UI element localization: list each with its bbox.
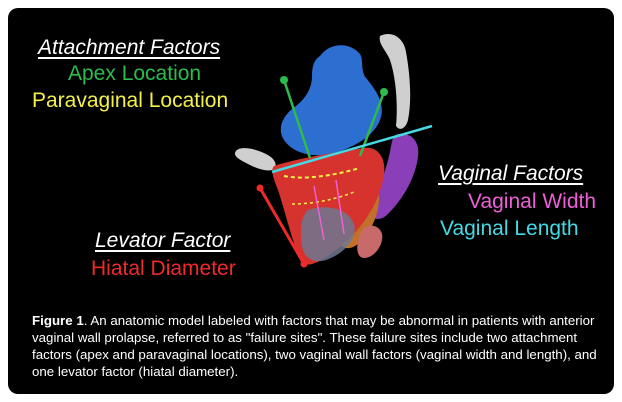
vaginal-factors-heading: Vaginal Factors (438, 162, 583, 186)
pubic-bone (235, 148, 276, 170)
levator-factor-heading: Levator Factor (95, 229, 230, 253)
sacrum-bone (380, 34, 410, 129)
figure-slide: Attachment Factors Apex Location Paravag… (8, 8, 614, 394)
hiatal-diameter-label: Hiatal Diameter (91, 257, 236, 281)
apex-location-label: Apex Location (68, 62, 201, 86)
figure-caption-text: . An anatomic model labeled with factors… (32, 313, 597, 379)
vaginal-length-label: Vaginal Length (440, 217, 579, 241)
figure-caption: Figure 1. An anatomic model labeled with… (32, 312, 598, 380)
hiatal-dot-bottom (301, 261, 308, 268)
vaginal-width-label: Vaginal Width (468, 190, 596, 214)
apex-dot-left (280, 76, 288, 84)
levator-plate (301, 207, 355, 261)
attachment-factors-heading: Attachment Factors (38, 36, 220, 60)
paravaginal-location-label: Paravaginal Location (32, 89, 228, 113)
apex-dot-right (380, 88, 388, 96)
figure-caption-lead: Figure 1 (32, 313, 84, 328)
hiatal-dot-top (257, 185, 264, 192)
